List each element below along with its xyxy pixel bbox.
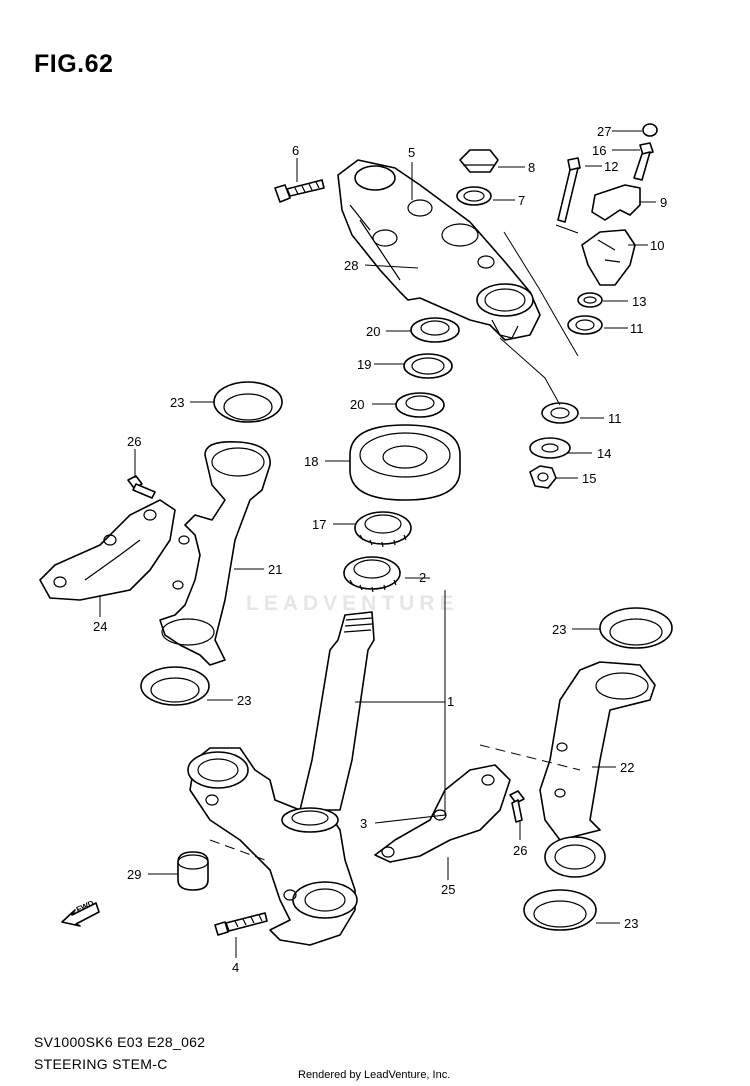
callout-27: 27	[597, 124, 611, 139]
callout-26-right: 26	[513, 843, 527, 858]
callout-11-upper: 11	[630, 321, 644, 336]
screw-part[interactable]	[127, 475, 156, 499]
fwd-arrow-icon	[61, 902, 100, 927]
callout-14: 14	[597, 446, 611, 461]
callout-23-c: 23	[552, 622, 566, 637]
callout-19: 19	[357, 357, 371, 372]
dust-seal-part[interactable]	[281, 807, 339, 833]
small-bolt-part[interactable]	[633, 142, 654, 181]
callout-23-d: 23	[624, 916, 638, 931]
callout-22: 22	[620, 760, 634, 775]
callout-11-lower: 11	[608, 411, 622, 426]
callout-5: 5	[408, 145, 415, 160]
callout-2: 2	[419, 570, 426, 585]
handlebar-holder-part[interactable]	[581, 184, 641, 286]
bolt-part[interactable]	[274, 179, 325, 203]
grommet-part[interactable]	[523, 889, 597, 931]
callout-29: 29	[127, 867, 141, 882]
callout-18: 18	[304, 454, 318, 469]
callout-23-b: 23	[237, 693, 251, 708]
callout-20-upper: 20	[366, 324, 380, 339]
callout-10: 10	[650, 238, 664, 253]
callout-23-a: 23	[170, 395, 184, 410]
callout-3: 3	[360, 816, 367, 831]
lock-washer-part[interactable]	[403, 353, 453, 379]
bearing-part[interactable]	[343, 556, 401, 593]
figure-title: FIG.62	[34, 50, 114, 78]
callout-1: 1	[447, 694, 454, 709]
cover-bracket-part[interactable]	[159, 440, 271, 666]
callout-12: 12	[604, 159, 618, 174]
grommet-part[interactable]	[599, 607, 673, 649]
callout-20-lower: 20	[350, 397, 364, 412]
callout-7: 7	[518, 193, 525, 208]
callout-9: 9	[660, 195, 667, 210]
cap-part[interactable]	[642, 123, 658, 137]
cover-bracket-part[interactable]	[374, 764, 511, 863]
callout-21: 21	[268, 562, 282, 577]
render-credit: Rendered by LeadVenture, Inc.	[298, 1069, 451, 1081]
callout-26-left: 26	[127, 434, 141, 449]
bearing-part[interactable]	[354, 511, 412, 548]
nut-part[interactable]	[529, 465, 557, 489]
screw-part[interactable]	[509, 790, 525, 823]
bolt-part[interactable]	[214, 912, 268, 936]
washer-part[interactable]	[541, 402, 579, 424]
callout-6: 6	[292, 143, 299, 158]
callout-16: 16	[592, 143, 606, 158]
grommet-part[interactable]	[140, 666, 210, 706]
section-name: STEERING STEM-C	[34, 1056, 168, 1072]
upper-bracket-part[interactable]	[337, 159, 541, 341]
callout-15: 15	[582, 471, 596, 486]
grommet-part[interactable]	[213, 381, 283, 423]
dust-seal-part[interactable]	[349, 424, 461, 501]
cushion-part[interactable]	[577, 292, 603, 308]
callout-13: 13	[632, 294, 646, 309]
cover-bracket-part[interactable]	[539, 661, 656, 878]
callout-24: 24	[93, 619, 107, 634]
washer-part[interactable]	[529, 437, 571, 459]
long-bolt-part[interactable]	[557, 157, 581, 223]
washer-part[interactable]	[456, 186, 492, 206]
steering-stem-part[interactable]	[187, 611, 375, 946]
watermark: LEADVENTURE	[246, 592, 459, 615]
cap-nut-part[interactable]	[459, 149, 499, 173]
model-code: SV1000SK6 E03 E28_062	[34, 1034, 206, 1050]
callout-8: 8	[528, 160, 535, 175]
callout-17: 17	[312, 517, 326, 532]
callout-25: 25	[441, 882, 455, 897]
bushing-part[interactable]	[177, 851, 209, 891]
washer-part[interactable]	[567, 315, 603, 335]
callout-4: 4	[232, 960, 239, 975]
cover-bracket-part[interactable]	[39, 499, 176, 601]
lock-nut-part[interactable]	[395, 392, 445, 418]
leader-lines	[99, 130, 656, 958]
callout-28: 28	[344, 258, 358, 273]
lock-nut-part[interactable]	[410, 317, 460, 343]
